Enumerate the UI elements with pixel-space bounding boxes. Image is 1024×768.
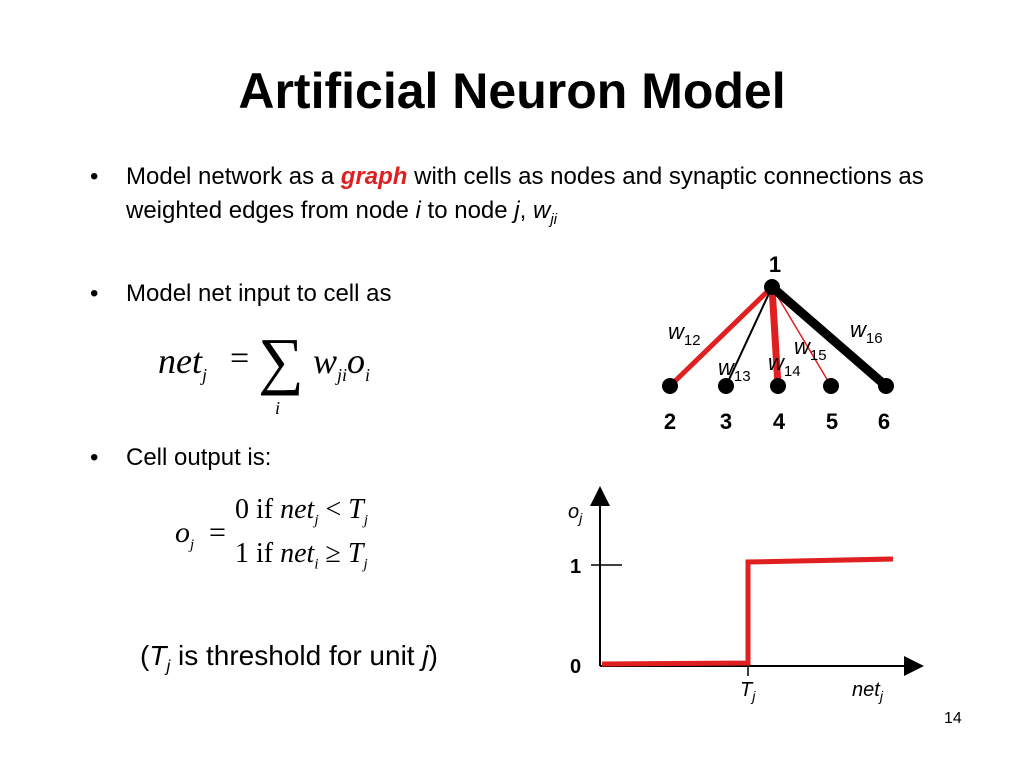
net-input-formula: netj = ∑ i wjioi (158, 325, 371, 418)
node-4 (770, 378, 786, 394)
node-3 (718, 378, 734, 394)
edge-1-5 (771, 286, 832, 387)
weight-label-14: w14 (768, 350, 801, 380)
page-number: 14 (944, 710, 962, 727)
weight-label-16: w16 (850, 317, 883, 347)
x-threshold-label: Tj (740, 679, 756, 704)
cell-output-formula: oj = 0 if netj < Tj 1 if neti ≥ Tj (175, 494, 369, 573)
bullet-dot: • (90, 163, 99, 190)
bullet-net-input: • Model net input to cell as (90, 277, 392, 311)
edge-1-4 (768, 286, 782, 387)
edge-1-6 (769, 283, 889, 390)
x-axis-label: netj (852, 679, 884, 704)
threshold-note: (Tj is threshold for unit j) (140, 640, 438, 676)
node-label-5: 5 (826, 409, 838, 434)
node-label-6: 6 (878, 409, 890, 434)
y-tick-label-0: 0 (570, 656, 581, 678)
node-6 (878, 378, 894, 394)
y-axis-label: oj (568, 501, 583, 526)
sum-symbol: ∑ (258, 325, 304, 396)
edge-1-3 (725, 286, 773, 387)
node-label-1: 1 (769, 252, 781, 277)
bullet-dot: • (90, 444, 99, 471)
node-label-2: 2 (664, 409, 676, 434)
output-case-zero: 0 if netj < Tj (235, 494, 369, 529)
node-1 (764, 279, 780, 295)
step-curve (601, 556, 894, 667)
bullet-cell-output: • Cell output is: (90, 441, 271, 475)
node-2 (662, 378, 678, 394)
bullet-dot: • (90, 280, 99, 307)
y-tick-label-1: 1 (570, 556, 581, 578)
output-case-one: 1 if neti ≥ Tj (235, 538, 368, 573)
bullet-graph-model: • Model network as a graph with cells as… (90, 160, 926, 237)
edge-1-2 (668, 285, 774, 388)
node-label-3: 3 (720, 409, 732, 434)
weight-label-15: w15 (794, 334, 827, 364)
graph-emphasis: graph (340, 163, 408, 190)
graph-edges (668, 283, 889, 390)
weight-label-13: w13 (718, 355, 751, 385)
slide-title: Artificial Neuron Model (238, 63, 786, 119)
node-label-4: 4 (773, 409, 786, 434)
weight-label-12: w12 (668, 319, 701, 349)
node-5 (823, 378, 839, 394)
graph-nodes (662, 279, 894, 394)
